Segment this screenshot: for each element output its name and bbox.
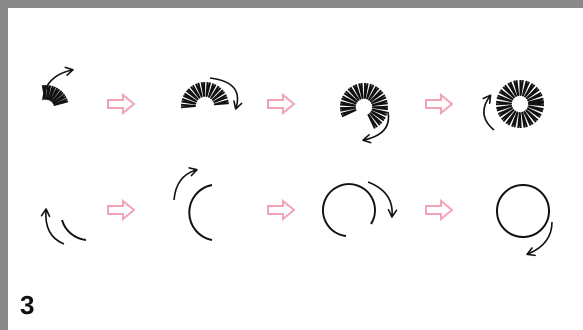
process-arrow-icon [108, 201, 134, 219]
rotation-arrow-icon [46, 210, 64, 244]
process-arrow-icon [426, 201, 452, 219]
spike-strokes [181, 82, 229, 107]
spiky-step-3 [340, 83, 389, 140]
rotation-arrow-icon [528, 222, 552, 254]
spiky-step-4 [484, 80, 544, 130]
rotation-arrow-icon [174, 170, 196, 200]
spiky-arc-most [340, 83, 388, 128]
plain-step-3 [323, 182, 392, 236]
plain-circle-full [497, 185, 549, 237]
process-arrow-icon [426, 95, 452, 113]
spike-strokes [496, 80, 544, 128]
plain-arc-most [323, 184, 375, 236]
spiky-step-1 [43, 70, 72, 105]
process-arrow-icon [108, 95, 134, 113]
spiky-step-2 [181, 78, 238, 108]
step-number: 3 [20, 290, 34, 320]
process-arrow-icon [268, 201, 294, 219]
spiky-circle-full [496, 80, 544, 128]
plain-step-4 [497, 185, 552, 254]
process-arrow-icon [268, 95, 294, 113]
rotation-arrow-icon [484, 96, 494, 130]
plain-step-2 [174, 170, 212, 240]
plain-arc-quarter [62, 220, 86, 240]
spiky-arc-half [181, 82, 229, 107]
plain-arc-half [189, 185, 212, 240]
plain-step-1 [46, 210, 86, 244]
spike-strokes [340, 83, 388, 128]
